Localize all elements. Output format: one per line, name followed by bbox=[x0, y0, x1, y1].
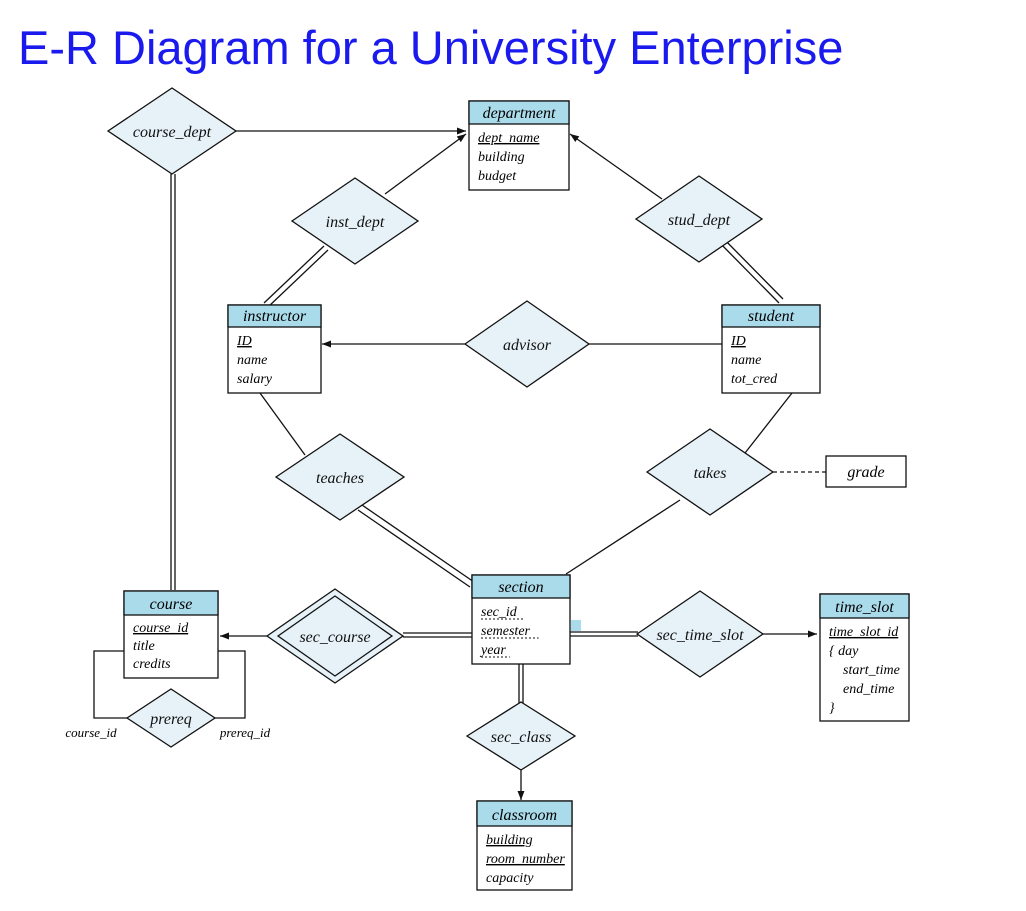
entity-title: student bbox=[748, 308, 795, 325]
entity-title: time_slot bbox=[835, 599, 894, 616]
entity-title: course bbox=[150, 596, 193, 613]
entity-header bbox=[721, 304, 821, 328]
entity-attribute: ID bbox=[236, 334, 252, 349]
instructor-to-teaches-line bbox=[259, 392, 306, 456]
prereq-course-id-line bbox=[93, 650, 128, 719]
stud-dept-to-department-line bbox=[569, 133, 663, 200]
relationship-stud-dept-label: stud_dept bbox=[668, 212, 731, 229]
relationship-takes-label: takes bbox=[694, 465, 727, 482]
relationship-sec-time-slot-label: sec_time_slot bbox=[656, 627, 744, 644]
entity-attribute: time_slot_id bbox=[829, 625, 899, 640]
role-label-course-id: course_id bbox=[65, 725, 117, 740]
entity-header bbox=[819, 593, 910, 619]
entity-attribute: capacity bbox=[486, 871, 534, 886]
relationship-advisor: advisor bbox=[463, 300, 591, 388]
entity-attribute: end_time bbox=[843, 682, 894, 697]
relationship-prereq: prereq bbox=[125, 688, 217, 748]
entity-attribute: title bbox=[133, 639, 155, 654]
relationship-inst-dept-label: inst_dept bbox=[326, 214, 385, 231]
student-stud-dept-double-line-2 bbox=[719, 234, 784, 300]
entity-attribute: semester bbox=[481, 624, 531, 639]
entity-attribute: name bbox=[237, 353, 267, 368]
inst-dept-to-department-line bbox=[384, 133, 467, 195]
entity-classroom: classroom building room_number capacity bbox=[476, 800, 573, 891]
entity-section: section sec_id semester year bbox=[471, 574, 571, 665]
entity-attribute: room_number bbox=[486, 852, 565, 867]
entity-attribute: { day bbox=[829, 644, 859, 659]
relationship-sec-time-slot: sec_time_slot bbox=[635, 590, 765, 678]
page-title: E-R Diagram for a University Enterprise bbox=[18, 21, 844, 74]
entity-title: classroom bbox=[492, 807, 557, 824]
entity-header bbox=[123, 590, 219, 616]
relationship-sec-course: sec_course bbox=[265, 588, 405, 684]
relationship-inst-dept: inst_dept bbox=[290, 177, 420, 265]
entity-attribute: building bbox=[478, 150, 525, 165]
entity-attribute: course_id bbox=[133, 621, 189, 636]
entity-attribute: start_time bbox=[843, 663, 900, 678]
relationship-teaches-label: teaches bbox=[316, 470, 364, 487]
entity-title: section bbox=[498, 579, 543, 596]
entity-attribute: year bbox=[479, 643, 506, 658]
relationship-takes: takes bbox=[645, 428, 775, 516]
relationship-advisor-label: advisor bbox=[503, 337, 552, 354]
takes-to-student-line bbox=[744, 392, 793, 454]
entity-attribute: salary bbox=[237, 372, 273, 387]
attribute-grade-label: grade bbox=[847, 464, 884, 481]
teaches-section-double-line-2 bbox=[361, 504, 475, 583]
entity-title: department bbox=[483, 105, 556, 122]
relationship-sec-course-label: sec_course bbox=[299, 629, 370, 646]
entity-attribute: budget bbox=[478, 169, 517, 184]
attribute-grade: grade bbox=[825, 455, 907, 488]
relationship-course-dept-label: course_dept bbox=[133, 124, 212, 141]
entity-time-slot: time_slot time_slot_id { day start_time end_… bbox=[819, 593, 910, 722]
relationship-course-dept: course_dept bbox=[106, 87, 238, 175]
entity-attribute: building bbox=[486, 833, 533, 848]
relationship-sec-class: sec_class bbox=[465, 701, 577, 771]
entities: department dept_name building budget instruc… bbox=[123, 100, 910, 891]
prereq-prereq-id-line bbox=[215, 650, 246, 719]
instructor-inst-dept-double-line bbox=[263, 245, 325, 304]
entity-header bbox=[471, 574, 571, 599]
highlight-mark bbox=[571, 620, 581, 631]
relationship-teaches: teaches bbox=[274, 433, 406, 521]
entity-attribute: dept_name bbox=[478, 131, 539, 146]
entity-attribute: ID bbox=[730, 334, 746, 349]
connectors bbox=[93, 127, 826, 800]
role-label-prereq-id: prereq_id bbox=[219, 725, 271, 740]
teaches-section-double-line bbox=[357, 509, 471, 588]
entity-attribute: } bbox=[829, 701, 835, 716]
entity-header bbox=[468, 100, 570, 125]
entity-department: department dept_name building budget bbox=[468, 100, 570, 191]
entity-attribute: name bbox=[731, 353, 761, 368]
instructor-inst-dept-double-line-2 bbox=[267, 249, 329, 308]
entity-title: instructor bbox=[243, 308, 307, 325]
relationship-sec-class-label: sec_class bbox=[491, 729, 551, 746]
student-stud-dept-double-line bbox=[715, 238, 780, 304]
entity-header bbox=[227, 304, 322, 328]
takes-to-section-line bbox=[565, 499, 681, 575]
relationship-stud-dept: stud_dept bbox=[634, 175, 764, 263]
entity-attribute: tot_cred bbox=[731, 372, 778, 387]
entity-attribute: sec_id bbox=[481, 605, 518, 620]
entity-attribute: credits bbox=[133, 657, 171, 672]
relationship-prereq-label: prereq bbox=[149, 711, 191, 728]
relationships: course_dept inst_dept stud_dept advisor … bbox=[106, 87, 775, 771]
entity-header bbox=[476, 800, 573, 827]
